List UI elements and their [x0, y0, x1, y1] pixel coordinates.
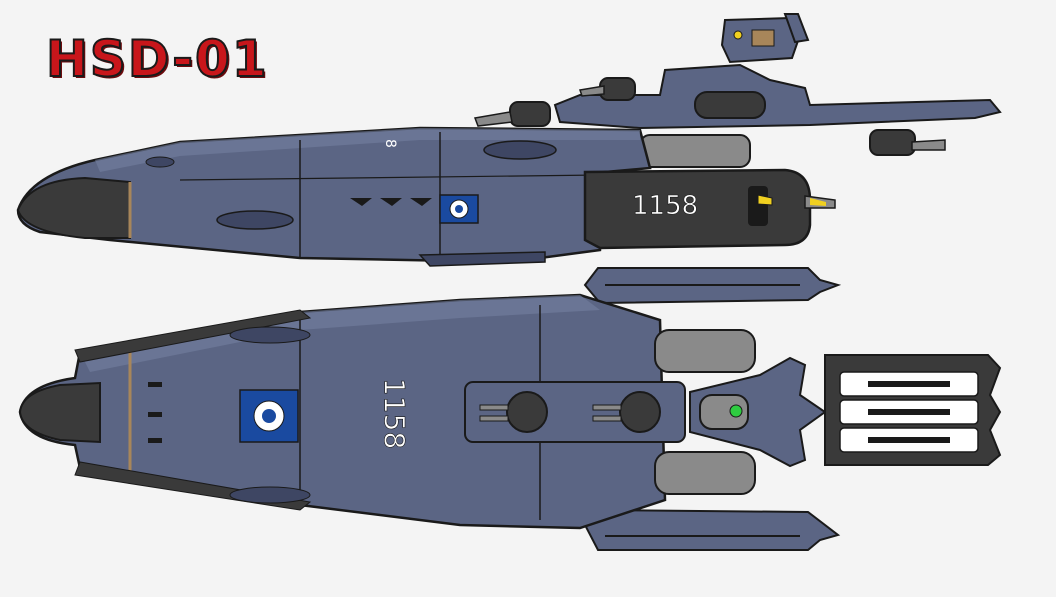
side-marking: 8 [382, 139, 398, 148]
superstructure [553, 63, 1002, 130]
main-hull-side [16, 126, 652, 264]
emblem-top-icon [239, 389, 299, 443]
side-view: 1158 8 [16, 13, 1002, 267]
engine-upper [639, 134, 751, 168]
emblem-side-icon [439, 194, 479, 224]
hull-number-top: 1158 [378, 378, 411, 449]
hull-number-side: 1158 [632, 191, 698, 221]
top-view: 1158 [18, 267, 1002, 551]
turret-forward-icon [506, 391, 548, 433]
thruster-yellow-icon [757, 194, 773, 206]
sensor-green-icon [729, 404, 743, 418]
ship-designation-title: HSD-01 [45, 29, 269, 89]
nose-top [18, 381, 101, 444]
bridge-top [783, 13, 810, 44]
engine-starboard [654, 451, 756, 495]
bridge-module-top [689, 356, 827, 468]
bridge-light-icon [733, 30, 743, 40]
turret-aft-icon [619, 391, 661, 433]
engine-port [654, 329, 756, 373]
wing-lower [583, 508, 841, 551]
